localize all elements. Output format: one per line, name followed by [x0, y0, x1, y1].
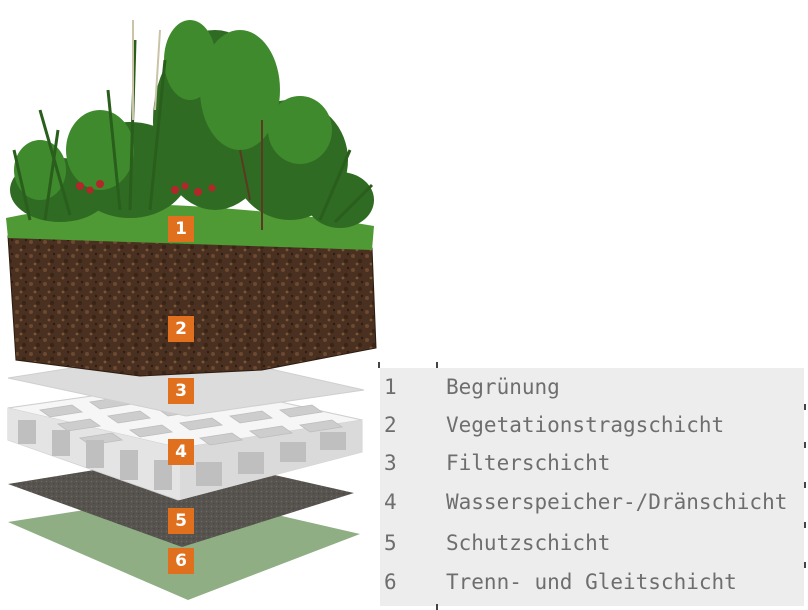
legend-label: Trenn- und Gleitschicht [446, 570, 737, 594]
legend-number: 2 [384, 413, 397, 437]
legend-number: 6 [384, 570, 397, 594]
legend-edge-mark [804, 442, 806, 448]
separation-layer [8, 494, 360, 600]
legend-corner-mark [436, 362, 438, 368]
layer-badge-3: 3 [168, 378, 194, 404]
protection-layer [8, 455, 354, 547]
legend-edge-mark [804, 404, 806, 410]
layer-badge-5: 5 [168, 508, 194, 534]
legend-edge-mark [804, 522, 806, 528]
layer-badge-1: 1 [168, 216, 194, 242]
legend-label: Filterschicht [446, 451, 611, 475]
legend-edge-mark [804, 562, 806, 568]
legend-corner-mark [378, 362, 380, 368]
legend-number: 5 [384, 531, 397, 555]
legend-number: 3 [384, 451, 397, 475]
vegetation-layer [6, 20, 374, 250]
substrate-layer [7, 235, 377, 377]
legend-edge-mark [804, 482, 806, 488]
legend-label: Wasserspeicher-/Dränschicht [446, 490, 788, 514]
legend-corner-mark [436, 604, 438, 610]
legend-label: Vegetationstragschicht [446, 413, 725, 437]
legend-number: 1 [384, 375, 397, 399]
legend-label: Schutzschicht [446, 531, 611, 555]
layer-badge-4: 4 [168, 439, 194, 465]
legend-label: Begrünung [446, 375, 560, 399]
layer-legend: 1 Begrünung 2 Vegetationstragschicht 3 F… [380, 368, 804, 606]
layer-badge-6: 6 [168, 548, 194, 574]
layer-badge-2: 2 [168, 316, 194, 342]
legend-number: 4 [384, 490, 397, 514]
